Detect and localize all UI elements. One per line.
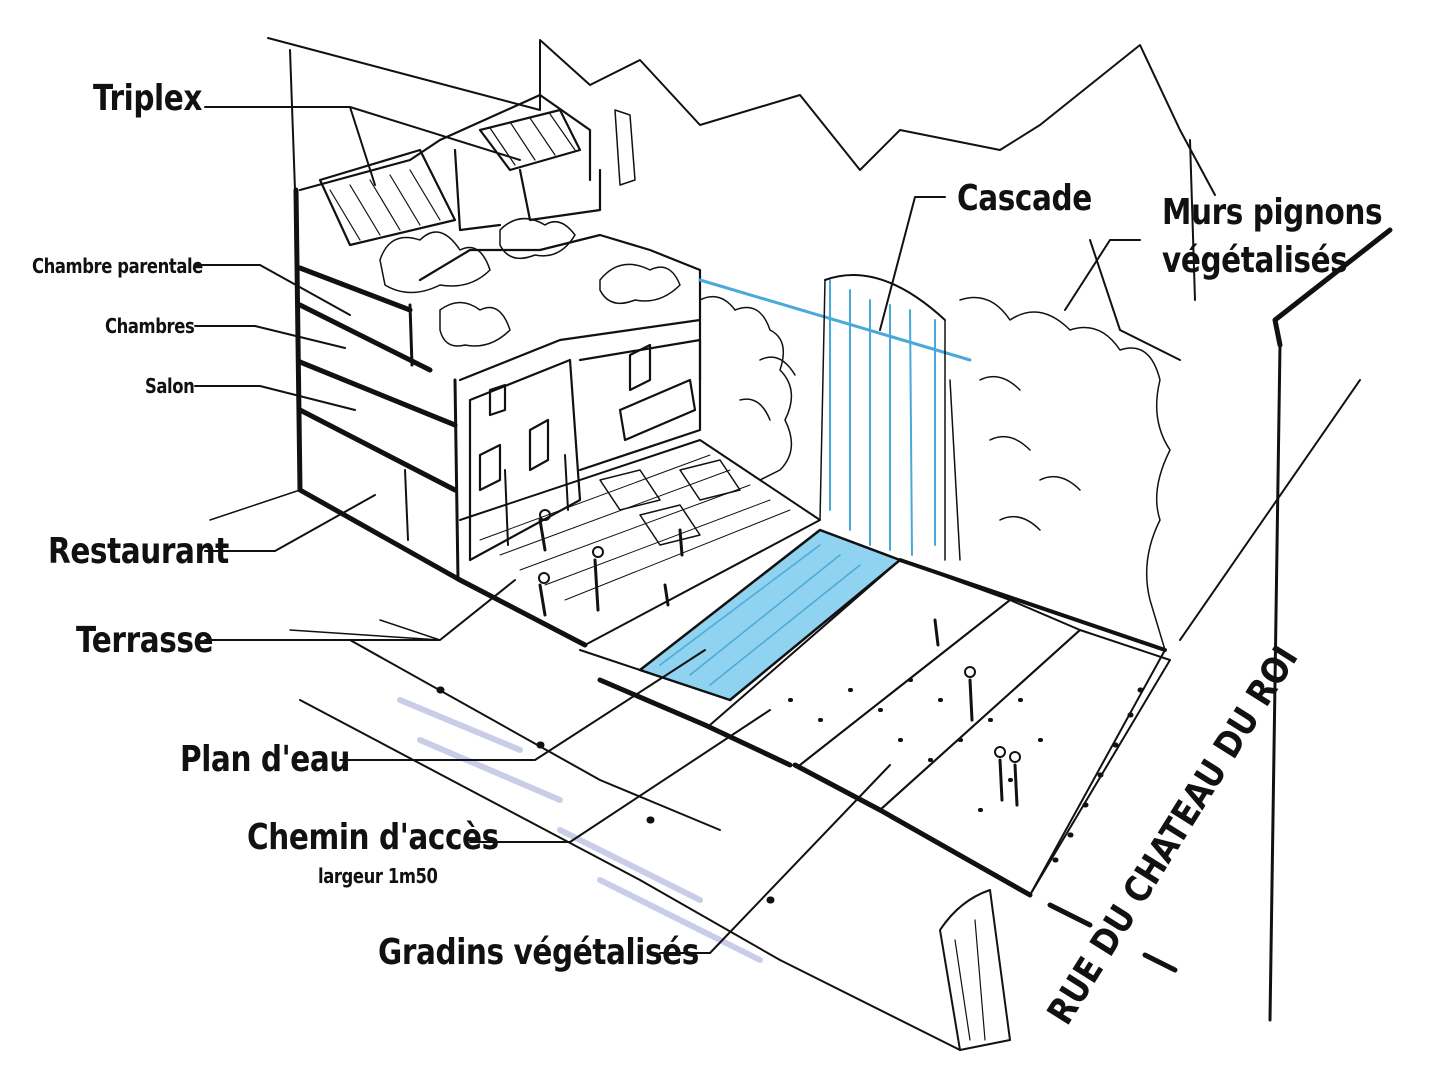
label-chambre-parentale: Chambre parentale [32, 254, 203, 278]
label-restaurant: Restaurant [48, 531, 229, 572]
planted-steps [702, 558, 1178, 973]
label-salon: Salon [145, 374, 195, 398]
cascade [698, 274, 972, 561]
label-chambres: Chambres [105, 314, 195, 338]
label-murs-pignons: Murs pignons [1162, 192, 1383, 233]
label-triplex: Triplex [93, 78, 203, 119]
label-cascade: Cascade [957, 178, 1092, 219]
leader-lines [194, 106, 1141, 954]
green-walls-trees [699, 295, 1171, 651]
label-vegetalises: végétalisés [1162, 240, 1348, 281]
background-roofline [267, 37, 1216, 361]
access-path [209, 489, 1011, 1051]
building-section [293, 93, 702, 583]
label-chemin-acces: Chemin d'accès [247, 817, 499, 858]
street-edge [1029, 139, 1393, 1022]
water-basin [579, 528, 902, 728]
label-chemin-largeur: largeur 1m50 [318, 864, 438, 888]
label-gradins: Gradins végétalisés [378, 932, 699, 973]
label-terrasse: Terrasse [76, 620, 214, 661]
label-plan-eau: Plan d'eau [180, 739, 350, 780]
